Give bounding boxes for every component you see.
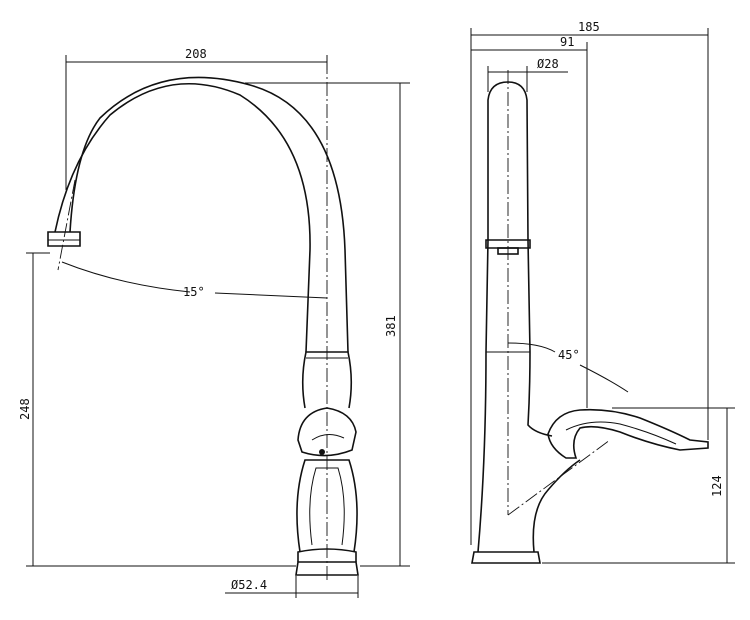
side-spout-diameter-label: Ø28 — [537, 57, 559, 71]
side-spout-tip — [485, 239, 531, 249]
front-width-label: 208 — [185, 47, 207, 61]
front-handle-inner — [311, 434, 345, 441]
side-angle-arc — [507, 342, 629, 393]
side-base — [471, 551, 541, 564]
front-handle — [297, 407, 357, 457]
front-angle-arc — [61, 261, 328, 299]
side-spout-depth-label: 91 — [560, 35, 574, 49]
front-spout-outer — [54, 82, 311, 353]
front-view: 15° 208 381 248 Ø52.4 — [18, 47, 410, 598]
side-handle — [547, 408, 709, 459]
side-handle-axis — [507, 439, 611, 516]
side-handle-angle-label: 45° — [558, 348, 580, 362]
side-handle-inner — [565, 421, 677, 445]
front-base-diameter-label: Ø52.4 — [231, 578, 267, 592]
side-body — [477, 351, 581, 553]
side-body-front — [527, 351, 553, 437]
front-angle-label: 15° — [183, 285, 205, 299]
front-height-label: 381 — [384, 315, 398, 337]
front-spout-tip — [47, 231, 81, 247]
side-handle-height-label: 124 — [710, 475, 724, 497]
front-spout-inner — [69, 76, 349, 353]
front-spout-height-label: 248 — [18, 398, 32, 420]
side-view: 45° 185 91 Ø28 124 — [470, 20, 735, 564]
side-depth-label: 185 — [578, 20, 600, 34]
front-handle-dot — [319, 449, 325, 455]
front-spout-axis — [57, 179, 76, 271]
